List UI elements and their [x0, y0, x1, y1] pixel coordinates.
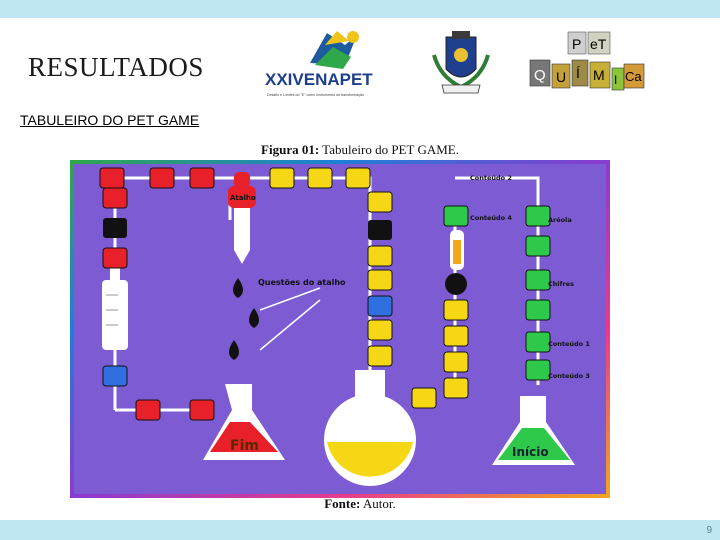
board-space	[367, 295, 393, 317]
svg-text:M: M	[593, 67, 605, 83]
bottom-accent-bar	[0, 520, 720, 540]
board-space	[149, 167, 175, 189]
source-text: Autor.	[360, 496, 396, 511]
board-space	[345, 167, 371, 189]
left-burette	[102, 266, 128, 350]
svg-text:Ca: Ca	[625, 69, 642, 84]
enapet-logo-tagline: Desafio e Limites do "E" como instrument…	[267, 93, 364, 97]
svg-text:Í: Í	[576, 65, 580, 81]
board-space	[411, 387, 437, 409]
board-space	[525, 331, 551, 353]
figure-label: Figura 01:	[261, 142, 320, 157]
svg-text:Q: Q	[534, 67, 546, 84]
board-space	[99, 167, 125, 189]
content-2-label: Conteúdo 2	[470, 174, 512, 182]
board-space	[189, 167, 215, 189]
shortcut-pointer-line	[259, 287, 321, 311]
figure-source: Fonte: Autor.	[0, 496, 720, 512]
source-label: Fonte:	[324, 496, 361, 511]
content-3-label: Conteúdo 3	[548, 372, 590, 380]
board-space	[102, 247, 128, 269]
board-space	[307, 167, 333, 189]
svg-text:eT: eT	[590, 36, 607, 52]
board-space	[103, 218, 127, 238]
end-flask: Fim	[203, 384, 285, 460]
slide-title: RESULTADOS	[28, 52, 204, 82]
board-space	[189, 399, 215, 421]
content-1-label: Conteúdo 1	[548, 340, 590, 348]
start-label: Início	[512, 445, 549, 459]
board-space	[525, 269, 551, 291]
shortcut-pipette: Atalho	[228, 172, 256, 264]
svg-text:I: I	[614, 73, 617, 87]
shortcut-label: Atalho	[230, 194, 256, 202]
enapet-logo-text: XXIVENAPET	[265, 70, 373, 89]
board-spaces	[99, 167, 551, 421]
board-space	[525, 205, 551, 227]
areola-label: Aréola	[548, 216, 572, 224]
end-label: Fim	[230, 438, 259, 454]
top-accent-bar	[0, 0, 720, 18]
shortcut-questions-label: Questões do atalho	[258, 278, 346, 287]
board-space	[445, 273, 467, 295]
board-space	[367, 319, 393, 341]
board-space	[367, 191, 393, 213]
board-space	[367, 269, 393, 291]
board-space	[525, 299, 551, 321]
figure-caption-text: Tabuleiro do PET GAME.	[319, 142, 459, 157]
content-4-label: Conteúdo 4	[470, 214, 512, 222]
pet-game-board: Fim Início Atalho Questões do atalho	[70, 160, 610, 498]
board-space	[269, 167, 295, 189]
board-space	[525, 235, 551, 257]
board-space	[443, 205, 469, 227]
board-space	[368, 220, 392, 240]
page-number: 9	[706, 525, 712, 536]
enapet-logo: XXIVENAPET Desafio e Limites do "E" como…	[265, 31, 373, 97]
chifres-label: Chifres	[548, 280, 574, 288]
svg-text:P: P	[572, 36, 581, 52]
board-space	[443, 351, 469, 373]
shortcut-pointer-line	[259, 299, 321, 351]
board-space	[367, 245, 393, 267]
board-space	[525, 359, 551, 381]
board-space	[443, 377, 469, 399]
figure-caption: Figura 01: Tabuleiro do PET GAME.	[0, 142, 720, 158]
board-space	[135, 399, 161, 421]
right-thermometer	[450, 230, 464, 270]
svg-text:U: U	[556, 69, 566, 85]
board-space	[443, 325, 469, 347]
start-flask: Início	[492, 396, 575, 465]
ufc-coat-of-arms-logo	[432, 31, 490, 94]
board-space	[102, 187, 128, 209]
pet-quimica-logo: P eT Q U Í M I Ca	[529, 31, 645, 91]
center-flask	[324, 370, 416, 486]
board-space	[443, 299, 469, 321]
shortcut-drops	[229, 278, 259, 360]
section-heading: TABULEIRO DO PET GAME	[20, 112, 200, 128]
board-space	[367, 345, 393, 367]
board-space	[102, 365, 128, 387]
